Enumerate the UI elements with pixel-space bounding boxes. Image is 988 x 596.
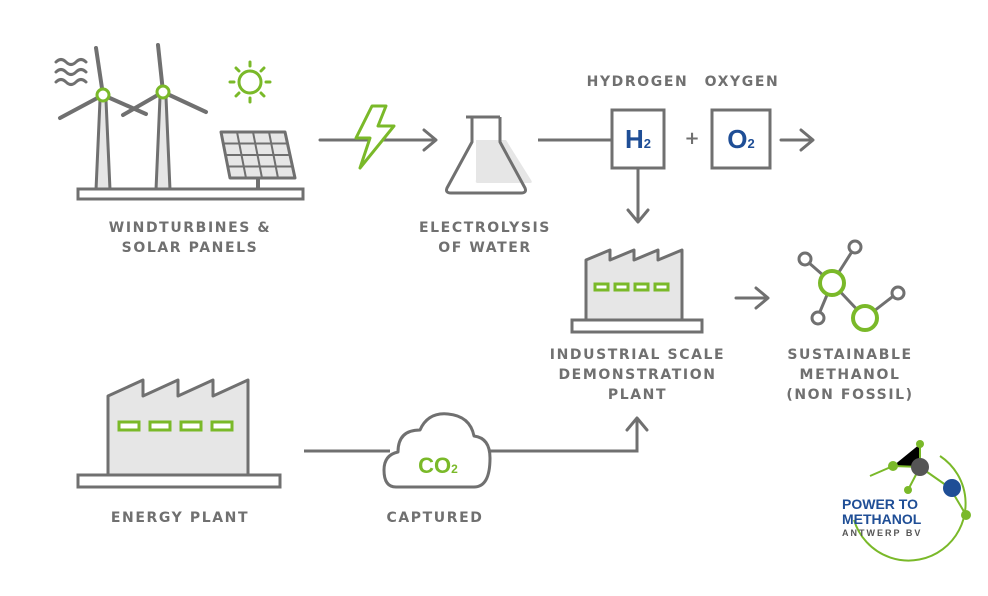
plant-label: INDUSTRIAL SCALE DEMONSTRATION PLANT	[535, 345, 740, 405]
cloud-icon	[382, 412, 492, 489]
o2-box	[710, 108, 772, 170]
arrow-icon	[779, 128, 815, 152]
energy-plant-label: ENERGY PLANT	[110, 510, 250, 526]
arrow-icon	[625, 416, 649, 432]
lightning-icon	[354, 104, 396, 170]
wind-turbine-icon	[58, 46, 148, 192]
label-line: SOLAR PANELS	[121, 240, 259, 256]
label-line: (NON FOSSIL)	[786, 387, 914, 403]
solar-panel-icon	[219, 130, 297, 190]
logo-line3: ANTWERP BV	[842, 528, 923, 538]
methanol-label: SUSTAINABLE METHANOL (NON FOSSIL)	[770, 345, 930, 405]
sun-icon	[228, 60, 272, 104]
factory-icon	[76, 378, 282, 489]
co2-formula: CO2	[398, 453, 478, 479]
logo-text: POWER TO METHANOL ANTWERP BV	[842, 497, 952, 539]
co2-letters: CO	[418, 453, 452, 478]
label-line: ELECTROLYSIS	[418, 220, 551, 236]
ground-base	[76, 187, 305, 201]
wind-waves-icon	[54, 58, 88, 86]
flask-icon	[445, 115, 532, 195]
h2-formula: H2	[613, 124, 663, 155]
hydrogen-label: HYDROGEN	[586, 74, 689, 90]
wind-solar-label: WINDTURBINES & SOLAR PANELS	[95, 218, 285, 258]
logo-line1: POWER TO	[842, 496, 918, 512]
oxygen-label: OXYGEN	[704, 74, 780, 90]
plus-sign: +	[684, 128, 700, 149]
electrolysis-label: ELECTROLYSIS OF WATER	[400, 218, 570, 258]
o2-subscript: 2	[747, 136, 755, 151]
label-line: INDUSTRIAL SCALE	[549, 347, 726, 363]
label-line: OF WATER	[438, 240, 532, 256]
h2-letter: H	[624, 124, 644, 154]
h2-subscript: 2	[643, 136, 651, 151]
logo-atom	[943, 479, 961, 497]
molecule-icon	[797, 239, 906, 332]
wind-turbine-icon	[121, 43, 208, 192]
o2-formula: O2	[713, 124, 769, 155]
o2-letter: O	[727, 124, 748, 154]
logo-line2: METHANOL	[842, 511, 922, 527]
label-line: DEMONSTRATION	[558, 367, 717, 383]
connector-line	[304, 420, 639, 453]
arrow-icon	[734, 286, 770, 310]
logo-atom	[911, 458, 929, 476]
label-line: WINDTURBINES &	[108, 220, 272, 236]
captured-label: CAPTURED	[386, 510, 484, 526]
co2-subscript: 2	[451, 462, 458, 476]
factory-icon	[570, 248, 704, 334]
label-line: METHANOL	[799, 367, 901, 383]
arrow-icon	[626, 166, 650, 224]
label-line: SUSTAINABLE	[787, 347, 913, 363]
logo	[853, 440, 971, 562]
label-line: PLANT	[607, 387, 668, 403]
